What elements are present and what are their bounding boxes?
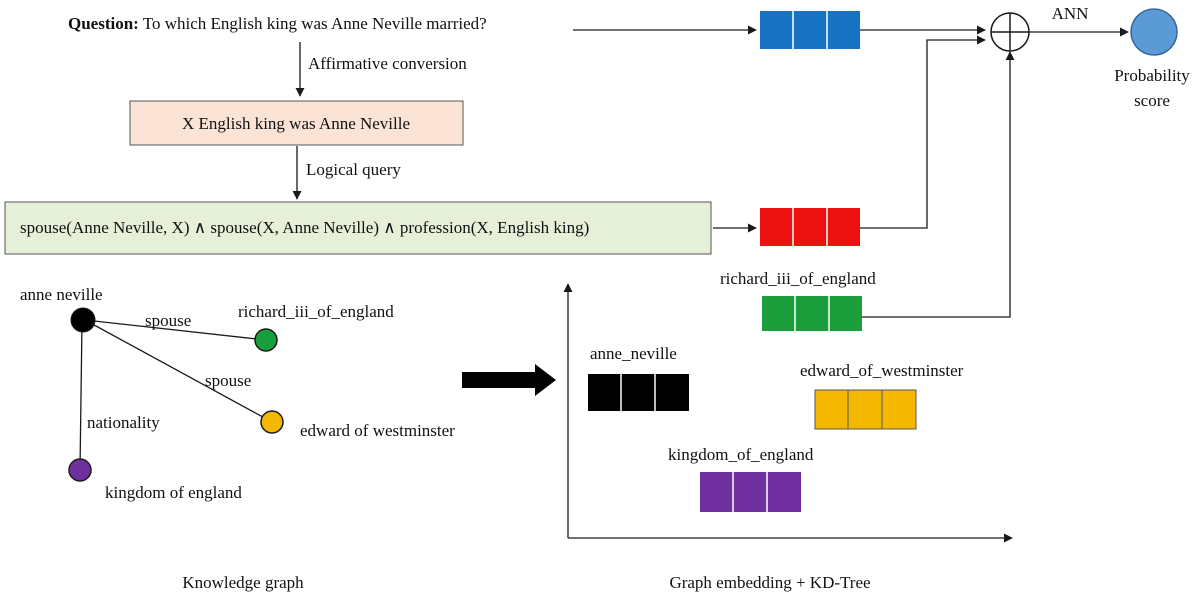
logical-query-text: spouse(Anne Neville, X) ∧ spouse(X, Anne… bbox=[20, 218, 589, 237]
node-richard-iii bbox=[254, 328, 278, 352]
vector-richard-iii bbox=[762, 296, 862, 331]
knowledge-graph-caption: Knowledge graph bbox=[182, 573, 304, 592]
node-edward-of-westminster bbox=[260, 410, 284, 434]
node-label-richard-iii: richard_iii_of_england bbox=[238, 302, 394, 321]
affirmative-statement-text: X English king was Anne Neville bbox=[182, 114, 410, 133]
affirmative-statement-box bbox=[129, 100, 464, 146]
query-vector bbox=[760, 208, 860, 246]
vector-label-kingdom: kingdom_of_england bbox=[668, 445, 814, 464]
affirmative-conversion-label: Affirmative conversion bbox=[308, 54, 467, 73]
transform-arrow-icon bbox=[462, 364, 556, 396]
logical-query-box bbox=[4, 201, 712, 255]
vector-label-richard: richard_iii_of_england bbox=[720, 269, 876, 288]
vector-anne-neville bbox=[588, 374, 689, 411]
edge-anne-kingdom bbox=[79, 321, 83, 471]
vector-edward-of-westminster bbox=[814, 389, 917, 430]
edge-label-spouse-2: spouse bbox=[205, 371, 251, 390]
question-vector bbox=[760, 11, 860, 49]
node-kingdom-of-england bbox=[68, 458, 92, 482]
edge-label-spouse-1: spouse bbox=[145, 311, 191, 330]
edge-label-nationality: nationality bbox=[87, 413, 160, 432]
vector-kingdom-of-england bbox=[700, 472, 801, 512]
sum-node bbox=[990, 12, 1030, 52]
node-anne-neville bbox=[70, 307, 96, 333]
knowledge-graph: spouse spouse nationality anne neville r… bbox=[20, 285, 455, 502]
vector-label-edward: edward_of_westminster bbox=[800, 361, 964, 380]
embedding-caption: Graph embedding + KD-Tree bbox=[669, 573, 870, 592]
logical-query-label: Logical query bbox=[306, 160, 401, 179]
vector-label-anne: anne_neville bbox=[590, 344, 677, 363]
score-label: score bbox=[1134, 91, 1170, 110]
ann-label: ANN bbox=[1052, 4, 1089, 23]
edge-anne-edward bbox=[84, 319, 273, 423]
node-label-edward-of-westminster: edward of westminster bbox=[300, 421, 455, 440]
probability-label: Probability bbox=[1114, 66, 1190, 85]
node-label-anne-neville: anne neville bbox=[20, 285, 103, 304]
edge-anne-richard bbox=[84, 319, 267, 341]
node-label-kingdom-of-england: kingdom of england bbox=[105, 483, 242, 502]
question-text: Question: To which English king was Anne… bbox=[68, 14, 487, 33]
arrow-query-vector-to-sum bbox=[860, 35, 986, 229]
embedding-axes bbox=[563, 283, 1013, 543]
probability-output-node bbox=[1130, 8, 1178, 56]
arrow-best-match-to-sum bbox=[862, 51, 1015, 318]
